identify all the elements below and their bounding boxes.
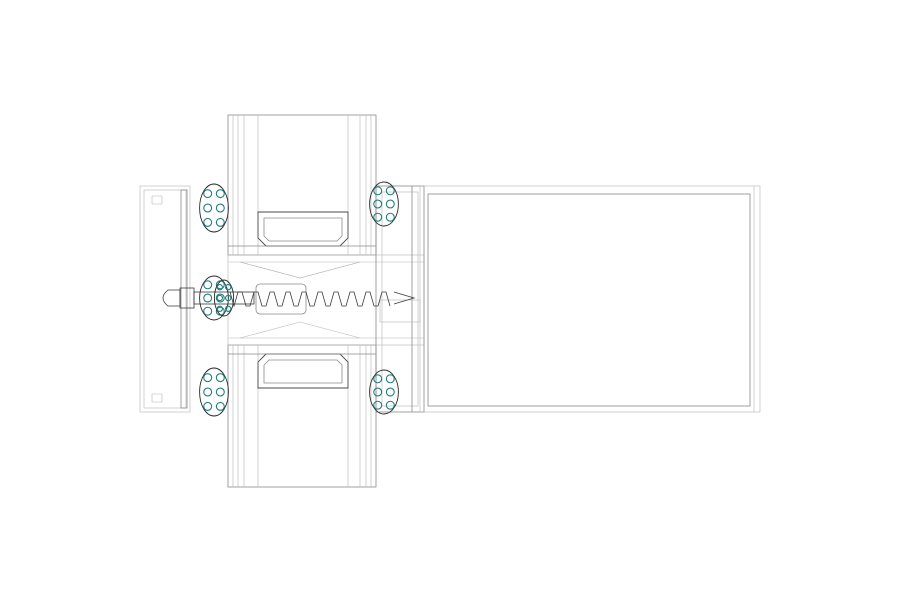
- gasket-cell: [373, 186, 383, 196]
- gasket-cell: [215, 293, 225, 303]
- gasket-outline: [369, 181, 399, 227]
- gasket-outline: [369, 369, 399, 415]
- gasket-cell: [373, 374, 383, 384]
- gasket-cell: [216, 284, 223, 291]
- gasket-cell: [225, 305, 232, 312]
- gasket-outline: [213, 279, 235, 317]
- gasket-cell: [373, 199, 383, 209]
- gasket-cell: [203, 306, 213, 316]
- gasket-cell: [203, 401, 213, 411]
- gasket-cell: [215, 401, 225, 411]
- gasket-cell: [203, 189, 213, 199]
- glass-pane-upper: [227, 114, 377, 256]
- gasket-cell: [373, 400, 383, 410]
- glazing-gasket: [199, 181, 399, 417]
- mullion-profile: [227, 185, 425, 413]
- cover-cap: [139, 185, 191, 413]
- gasket-cell: [385, 387, 395, 397]
- fixing-screw: [162, 283, 416, 315]
- gasket-outline: [199, 183, 229, 233]
- gasket-cell: [385, 400, 395, 410]
- gasket-outline: [199, 275, 229, 321]
- gasket-cell: [373, 387, 383, 397]
- glass-pane-lower: [227, 344, 377, 488]
- gasket-cell: [203, 387, 213, 397]
- gasket-cell: [215, 217, 225, 227]
- gasket-cell: [203, 280, 213, 290]
- gasket-cell: [215, 189, 225, 199]
- gasket-cell: [215, 203, 225, 213]
- gasket-cell: [225, 294, 232, 302]
- gasket-cell: [225, 284, 232, 291]
- gasket-cell: [385, 374, 395, 384]
- insulated-glass-unit: [419, 185, 761, 413]
- gasket-cell: [203, 203, 213, 213]
- gasket-cell: [216, 305, 223, 312]
- gasket-cell: [216, 294, 223, 302]
- gasket-cell: [373, 212, 383, 222]
- gasket-cell: [203, 217, 213, 227]
- gasket-outline: [199, 367, 229, 417]
- gasket-cell: [385, 199, 395, 209]
- gasket-cell: [385, 212, 395, 222]
- gasket-cell: [215, 373, 225, 383]
- gasket-cell: [215, 387, 225, 397]
- gasket-cell: [385, 186, 395, 196]
- gasket-cell: [203, 373, 213, 383]
- gasket-cell: [203, 293, 213, 303]
